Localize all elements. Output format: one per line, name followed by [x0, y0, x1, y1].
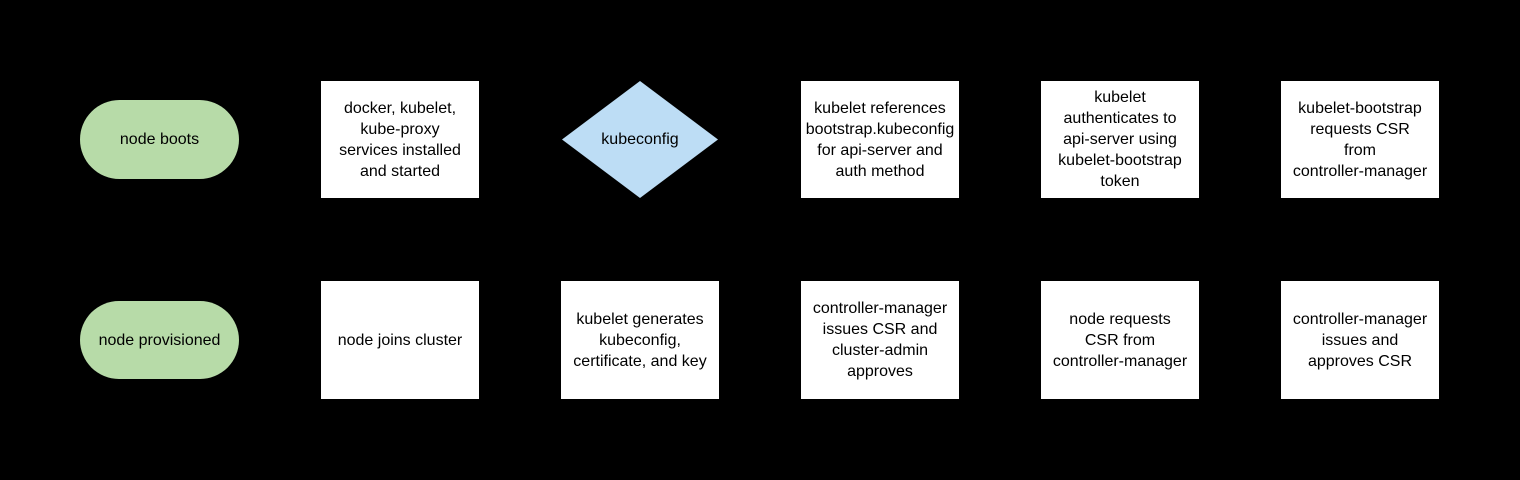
- node-label: kubelet references bootstrap.kubeconfig …: [805, 99, 955, 180]
- node-label: node provisioned: [98, 331, 221, 349]
- process-services-installed: docker, kubelet, kube-proxy services ins…: [321, 81, 479, 198]
- process-kubelet-bootstrap-requests-csr: kubelet-bootstrap requests CSR from cont…: [1281, 81, 1439, 198]
- process-kubelet-references-bootstrap-kubeconfig: kubelet references bootstrap.kubeconfig …: [801, 81, 959, 198]
- node-label: docker, kubelet, kube-proxy services ins…: [339, 99, 461, 180]
- node-label: controller-manager issues CSR and cluste…: [812, 300, 948, 380]
- process-node-joins-cluster: node joins cluster: [321, 281, 479, 399]
- process-controller-manager-issues-approves-csr: controller-manager issues and approves C…: [1281, 281, 1439, 399]
- terminator-node-boots: node boots: [80, 100, 239, 179]
- node-label: node requests CSR from controller-manage…: [1052, 310, 1188, 370]
- node-label: node joins cluster: [337, 331, 463, 349]
- node-label: controller-manager issues and approves C…: [1292, 310, 1428, 370]
- process-kubelet-authenticates: kubelet authenticates to api-server usin…: [1041, 81, 1199, 198]
- process-kubelet-generates-kubeconfig: kubelet generates kubeconfig, certificat…: [561, 281, 719, 399]
- node-label: node boots: [119, 131, 200, 148]
- decision-kubeconfig: kubeconfig: [562, 81, 718, 198]
- process-node-requests-csr: node requests CSR from controller-manage…: [1041, 281, 1199, 399]
- node-label: kubelet generates kubeconfig, certificat…: [573, 310, 707, 370]
- node-label: kubeconfig: [601, 131, 679, 148]
- terminator-node-provisioned: node provisioned: [80, 301, 239, 379]
- node-label: kubelet-bootstrap requests CSR from cont…: [1292, 99, 1428, 180]
- node-label: kubelet authenticates to api-server usin…: [1058, 89, 1182, 190]
- process-controller-manager-issues-csr-cluster-admin: controller-manager issues CSR and cluste…: [801, 281, 959, 399]
